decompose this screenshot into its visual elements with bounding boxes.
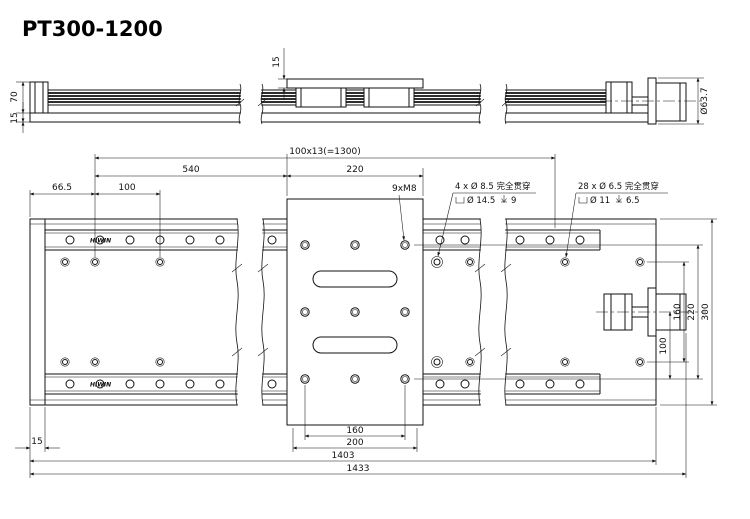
table-thread-holes-9xM8	[300, 240, 410, 384]
dim-text-70: 70	[10, 91, 20, 103]
carriage-table-plan	[286, 198, 424, 426]
rail-bolt-holes-bottom	[65, 379, 585, 389]
dim-text-r100: 100	[659, 337, 669, 354]
break-lines-plan-view	[231, 215, 512, 409]
depth-symbol	[501, 195, 507, 203]
plan-view: HIWIN HIWIN	[15, 147, 717, 478]
label-9xM8: 9xM8	[392, 184, 417, 194]
note-4x-callout: 4 x Ø 8.5 完全贯穿	[455, 181, 530, 192]
dim-text-pitch: 100x13(=1300)	[289, 147, 360, 157]
motor-body-side	[655, 82, 687, 122]
dim-text-540: 540	[182, 165, 199, 175]
table-slot-lower	[312, 336, 398, 354]
dim-text-base-15: 15	[10, 112, 20, 123]
dim-text-b160: 160	[346, 426, 363, 436]
end-bearing-block-side	[605, 81, 633, 114]
dim-text-r220: 220	[687, 303, 697, 320]
top-view: 70 15 15 Ø63.7	[10, 48, 710, 133]
base-mounting-holes	[60, 257, 645, 367]
note-28x-counterbore: 28 x Ø 6.5 完全贯穿 Ø 11 6.5	[565, 181, 668, 258]
dim-text-66-5: 66.5	[52, 183, 72, 193]
dim-text-motor-dia: Ø63.7	[699, 87, 710, 114]
dim-text-r160: 160	[673, 303, 683, 320]
leader-9xM8	[398, 194, 406, 241]
note-28x-cbore-dia: Ø 11	[590, 195, 610, 206]
dim-text-220: 220	[346, 165, 363, 175]
carriage-block-2	[363, 87, 415, 108]
dim-text-100: 100	[118, 183, 135, 193]
carriage-block-1	[295, 87, 347, 108]
note-4x-cbore-depth: 9	[511, 196, 516, 206]
counterbore-symbol	[578, 197, 588, 204]
dim-text-b15: 15	[31, 437, 42, 447]
plan-bottom-dimensions: 160 200 15 1403 1433	[15, 333, 687, 478]
dim-text-table-15: 15	[272, 56, 282, 67]
note-4x-counterbore: 4 x Ø 8.5 完全贯穿 Ø 14.5 9	[437, 181, 536, 257]
counterbore-holes-4x	[431, 256, 443, 368]
depth-symbol	[616, 195, 622, 203]
rail-brand-bottom: HIWIN	[90, 382, 111, 389]
plan-right-dimensions: 100 160 220 300	[414, 218, 717, 406]
note-28x-cbore-depth: 6.5	[626, 196, 640, 206]
plan-top-dimensions: 100x13(=1300) 540 220 100 66.5 9xM8	[29, 147, 556, 257]
break-lines-top-view	[235, 76, 511, 126]
rail-brand-top: HIWIN	[90, 238, 111, 245]
counterbore-symbol	[455, 197, 465, 204]
dim-motor-diameter: Ø63.7	[658, 77, 710, 125]
drawing-title: PT300-1200	[22, 17, 163, 41]
base-plate-side	[29, 112, 657, 123]
note-4x-cbore-dia: Ø 14.5	[467, 195, 495, 206]
dim-text-b200: 200	[346, 438, 363, 448]
dim-table-thickness: 15	[272, 48, 291, 100]
dim-text-r300: 300	[701, 303, 711, 320]
note-28x-callout: 28 x Ø 6.5 完全贯穿	[578, 181, 659, 192]
leader-4x	[437, 192, 454, 257]
dim-text-b1433: 1433	[347, 464, 370, 474]
dim-overall-height: 70 15	[10, 81, 30, 133]
carriage-table-side	[286, 78, 424, 89]
table-slot-upper	[312, 270, 398, 288]
dim-text-b1403: 1403	[332, 451, 355, 461]
leader-28x	[565, 192, 577, 258]
